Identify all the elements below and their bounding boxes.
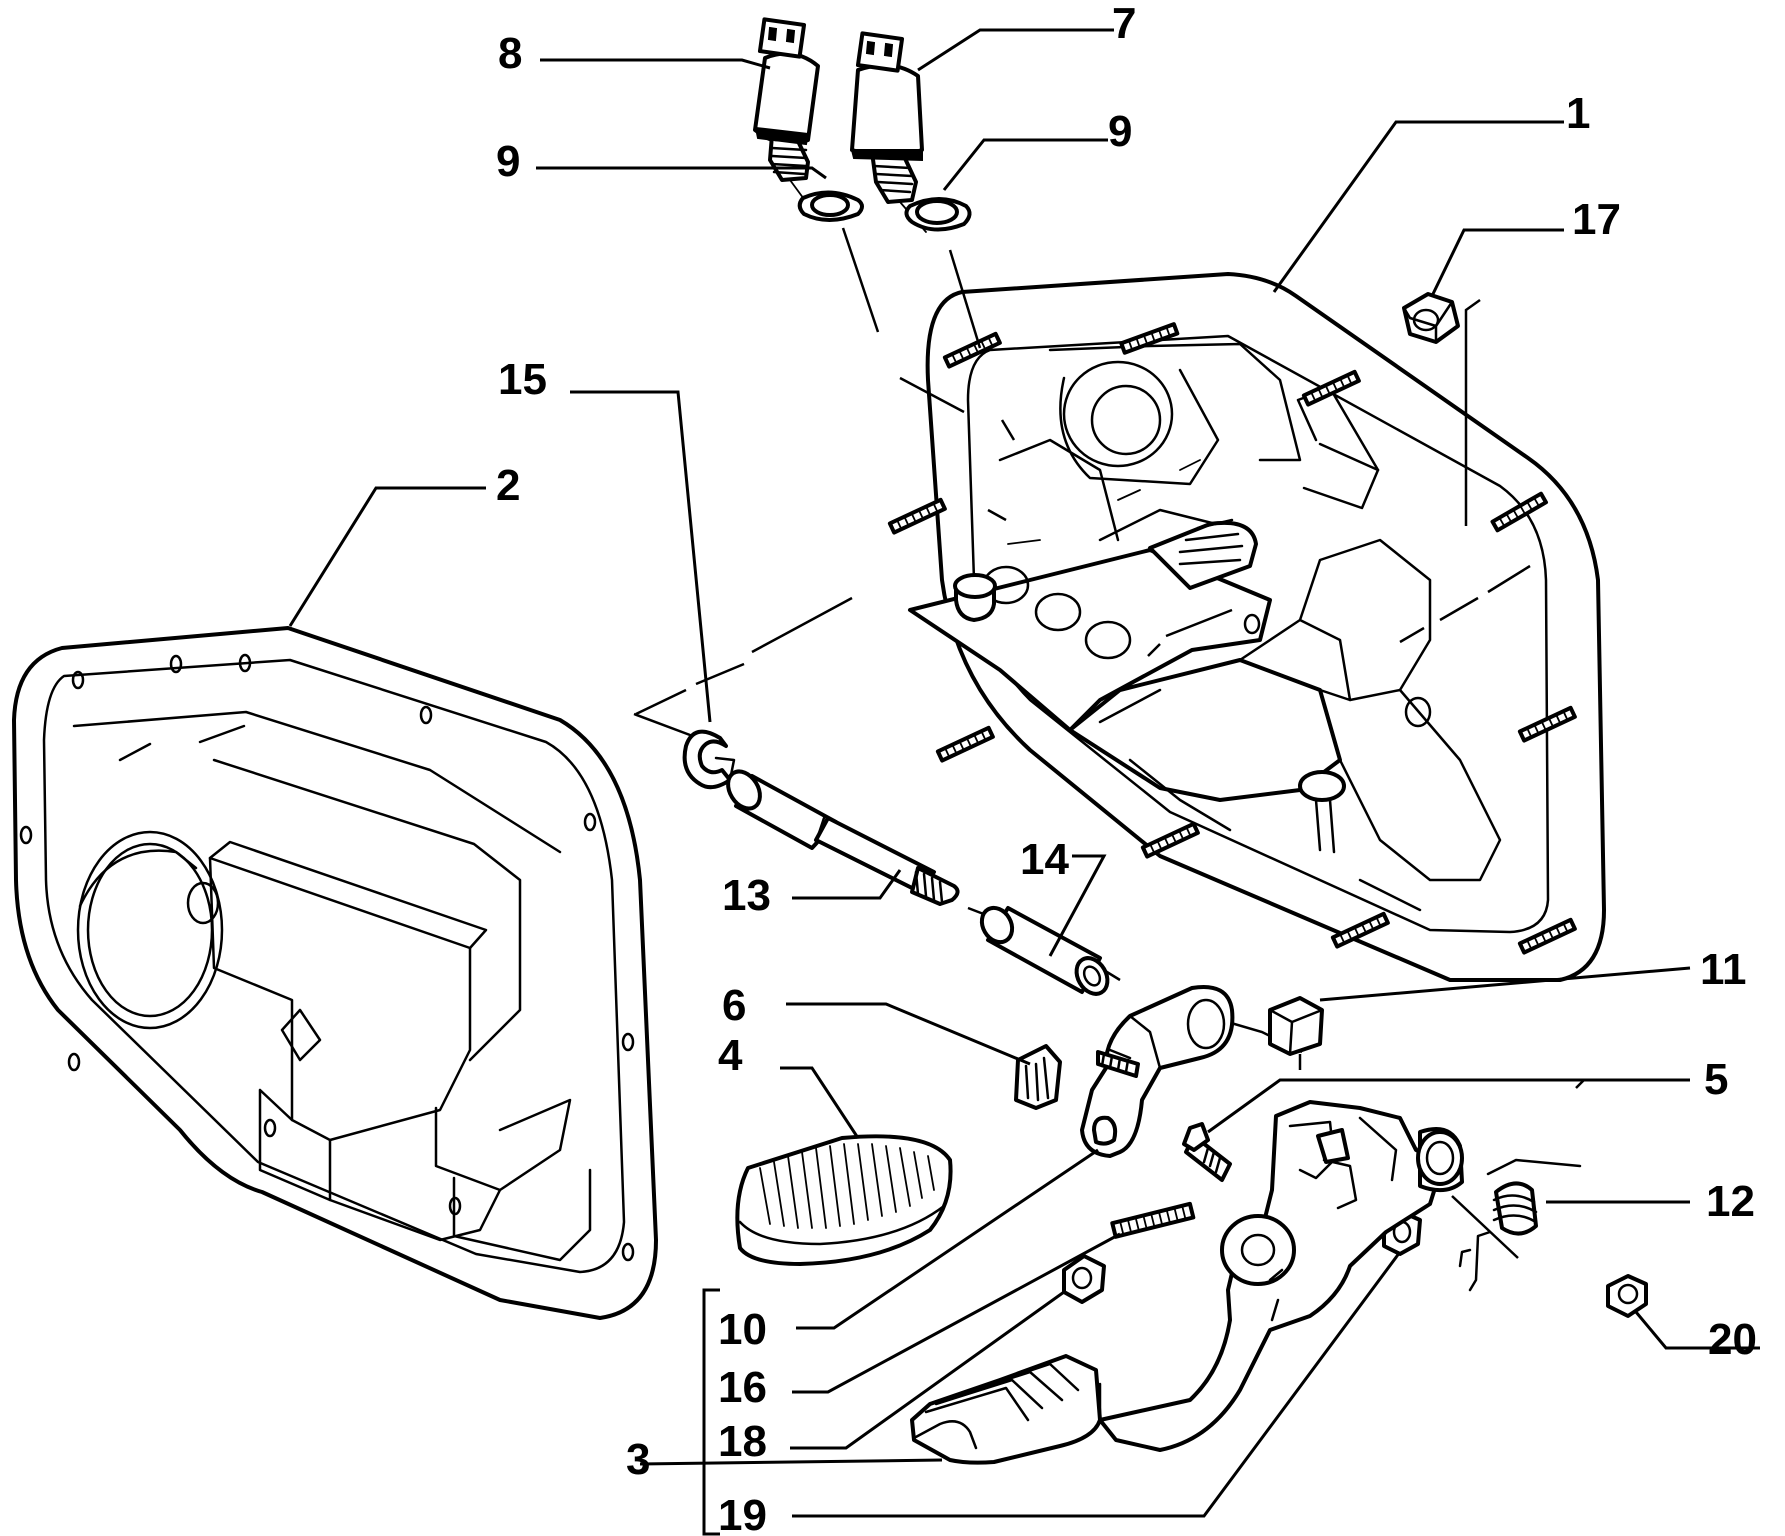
cover-plate-mounting-holes bbox=[19, 653, 635, 1262]
callout-2: 2 bbox=[496, 461, 520, 510]
part-13-pivot-pin bbox=[726, 769, 960, 906]
callout-5: 5 bbox=[1704, 1055, 1728, 1104]
callout-7: 7 bbox=[1112, 0, 1136, 48]
part-8-switch bbox=[753, 17, 864, 222]
part-12-return-spring bbox=[1458, 1158, 1582, 1292]
part-18-nut bbox=[1062, 1254, 1106, 1304]
part-16-stud bbox=[1110, 1201, 1196, 1239]
part-5-bolt bbox=[1182, 1122, 1232, 1182]
part-15-circlip bbox=[682, 729, 736, 790]
callout-9-left: 9 bbox=[496, 137, 520, 186]
callout-16: 16 bbox=[718, 1363, 767, 1412]
leader-lines bbox=[288, 28, 1760, 1536]
part-20-nut bbox=[1606, 1274, 1648, 1318]
part-17-flange-nut bbox=[1402, 292, 1460, 344]
part-11-rubber-stop bbox=[1268, 996, 1324, 1056]
callout-13: 13 bbox=[722, 871, 771, 920]
part-3-pedal-arm bbox=[910, 1100, 1464, 1465]
part-2-cover-plate bbox=[12, 626, 658, 1320]
callout-4: 4 bbox=[718, 1031, 743, 1080]
callout-20: 20 bbox=[1708, 1315, 1757, 1364]
callout-15: 15 bbox=[498, 355, 547, 404]
callout-12: 12 bbox=[1706, 1177, 1755, 1226]
callout-labels: 8 7 9 9 1 17 15 2 14 13 11 6 4 5 12 20 1… bbox=[496, 0, 1757, 1536]
part-14-bushing bbox=[979, 905, 1110, 996]
part-7-switch bbox=[850, 31, 972, 233]
part-4-pedal-pad bbox=[735, 1134, 953, 1266]
callout-3: 3 bbox=[626, 1435, 650, 1484]
callout-10: 10 bbox=[718, 1305, 767, 1354]
bracket-mounting-studs bbox=[887, 322, 1577, 955]
callout-18: 18 bbox=[718, 1417, 767, 1466]
callout-6: 6 bbox=[722, 981, 746, 1030]
part-1-pedal-bracket bbox=[887, 272, 1606, 982]
part-6-clip bbox=[1014, 1044, 1062, 1110]
callout-11: 11 bbox=[1700, 945, 1747, 994]
callout-17: 17 bbox=[1572, 195, 1621, 244]
callout-1: 1 bbox=[1566, 89, 1590, 138]
callout-14: 14 bbox=[1020, 835, 1069, 884]
callout-9-right: 9 bbox=[1108, 107, 1132, 156]
callout-8: 8 bbox=[498, 29, 522, 78]
part-10-lever bbox=[1080, 985, 1235, 1158]
callout-19: 19 bbox=[718, 1491, 767, 1536]
